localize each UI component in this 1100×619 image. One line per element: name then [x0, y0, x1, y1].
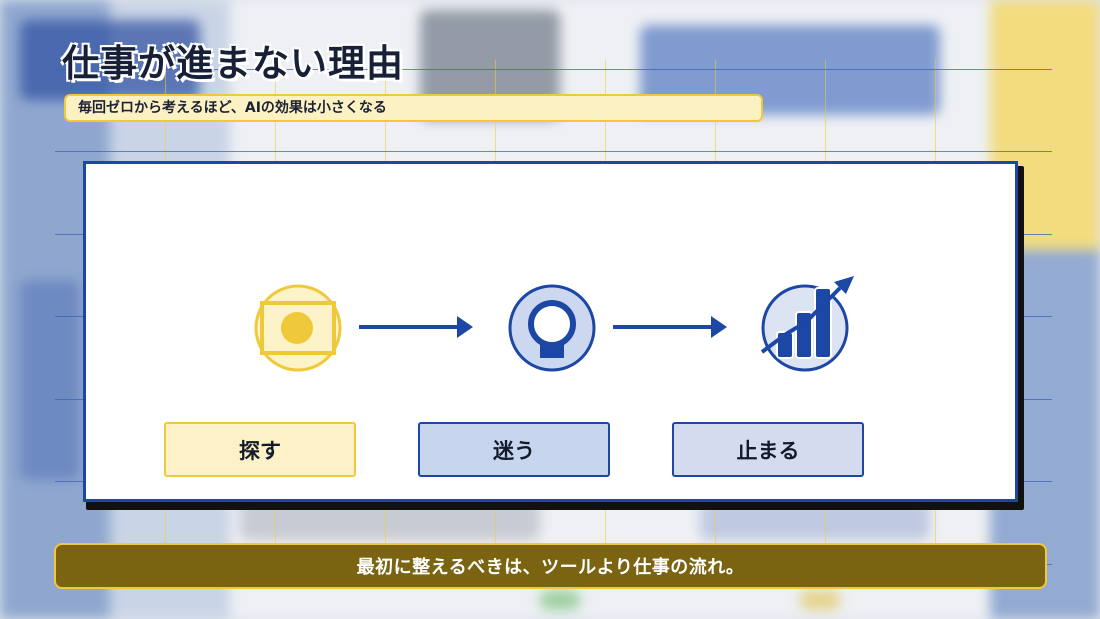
grid-line-horizontal — [55, 69, 1052, 70]
process-card: 探す 迷う 止まる — [83, 161, 1018, 502]
background-blob — [20, 280, 80, 480]
slide-title: 仕事が進まない理由 — [62, 42, 404, 85]
step-hesitate: 迷う — [418, 422, 610, 477]
flow-arrow — [359, 316, 473, 338]
growth-chart-icon — [760, 276, 854, 372]
step-stop: 止まる — [672, 422, 864, 477]
background-blob — [800, 590, 840, 610]
conclusion-banner: 最初に整えるべきは、ツールより仕事の流れ。 — [54, 543, 1047, 589]
search-image-icon — [254, 284, 342, 372]
step-search: 探す — [164, 422, 356, 477]
slide-subtitle: 毎回ゼロから考えるほど、AIの効果は小さくなる — [64, 94, 763, 122]
ring-person-icon — [508, 284, 596, 372]
background-blob — [540, 590, 580, 610]
flow-arrow — [613, 316, 727, 338]
grid-line-horizontal — [55, 151, 1052, 152]
background-blob — [20, 20, 200, 100]
